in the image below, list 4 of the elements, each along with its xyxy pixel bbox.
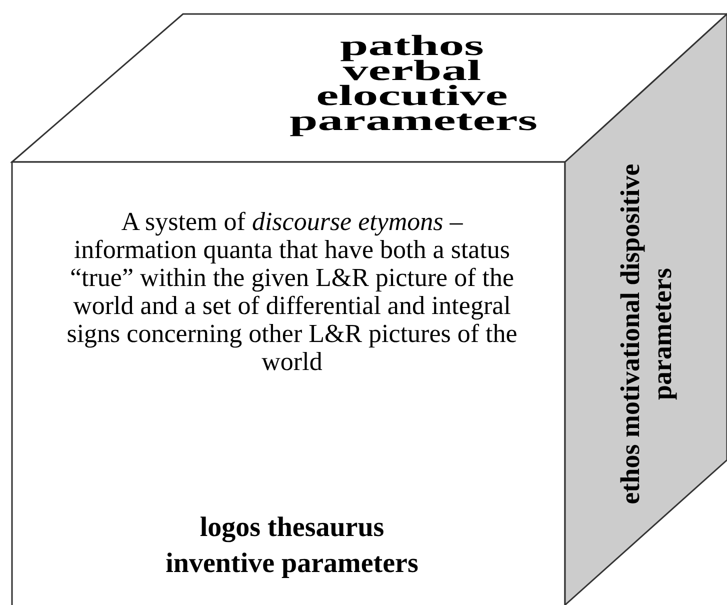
description-text: A system of discourse etymons – information quanta that have both a status “true” within the given L&R picture of the world and a set of differential and integral signs concerning other L&R pictures of the world — [66, 208, 518, 376]
face-label: logos thesaurus inventive parameters — [164, 511, 420, 581]
face-label: pathos verbal elocutive parameters — [290, 34, 534, 134]
face-label: ethos motivational dispositive parameters — [614, 162, 678, 506]
